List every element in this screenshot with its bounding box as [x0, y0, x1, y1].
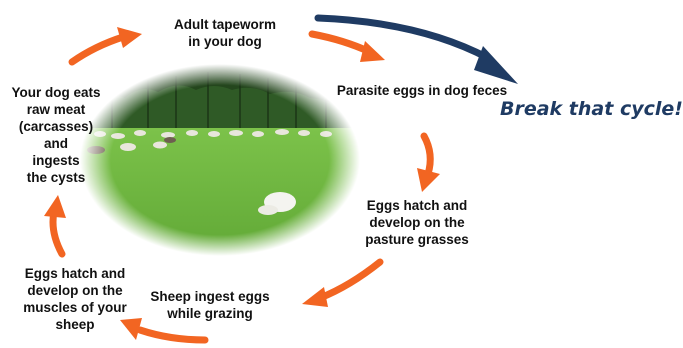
- stage-text-line: pasture grasses: [352, 231, 482, 248]
- stage-dog-eats-raw-meat: Your dog eats raw meat (carcasses) and i…: [4, 84, 108, 186]
- stage-text-line: Your dog eats: [4, 84, 108, 101]
- stage-text-line: muscles of your: [4, 299, 146, 316]
- stage-text-line: Sheep ingest eggs: [140, 288, 280, 305]
- stage-text-line: Eggs hatch and: [4, 265, 146, 282]
- stage-text-line: and: [4, 135, 108, 152]
- stage-text-line: develop on the: [4, 282, 146, 299]
- stage-text-line: in your dog: [150, 33, 300, 50]
- stage-text-line: develop on the: [352, 214, 482, 231]
- stage-text-line: the cysts: [4, 169, 108, 186]
- break-cycle-callout: Break that cycle!: [500, 98, 680, 120]
- stage-adult-tapeworm: Adult tapeworm in your dog: [150, 16, 300, 50]
- stage-text-line: sheep: [4, 316, 146, 333]
- stage-text-line: Adult tapeworm: [150, 16, 300, 33]
- stage-text-line: Eggs hatch and: [352, 197, 482, 214]
- arrow-to-hatch-pasture: [417, 136, 440, 192]
- stage-eggs-hatch-muscles: Eggs hatch and develop on the muscles of…: [4, 265, 146, 333]
- stage-text-line: while grazing: [140, 305, 280, 322]
- stage-eggs-hatch-pasture: Eggs hatch and develop on the pasture gr…: [352, 197, 482, 248]
- stage-text-line: Parasite eggs in dog feces: [322, 82, 522, 99]
- stage-sheep-ingest-eggs: Sheep ingest eggs while grazing: [140, 288, 280, 322]
- stage-text-line: (carcasses): [4, 118, 108, 135]
- stage-parasite-eggs: Parasite eggs in dog feces: [322, 82, 522, 99]
- stage-text-line: raw meat: [4, 101, 108, 118]
- stage-text-line: ingests: [4, 152, 108, 169]
